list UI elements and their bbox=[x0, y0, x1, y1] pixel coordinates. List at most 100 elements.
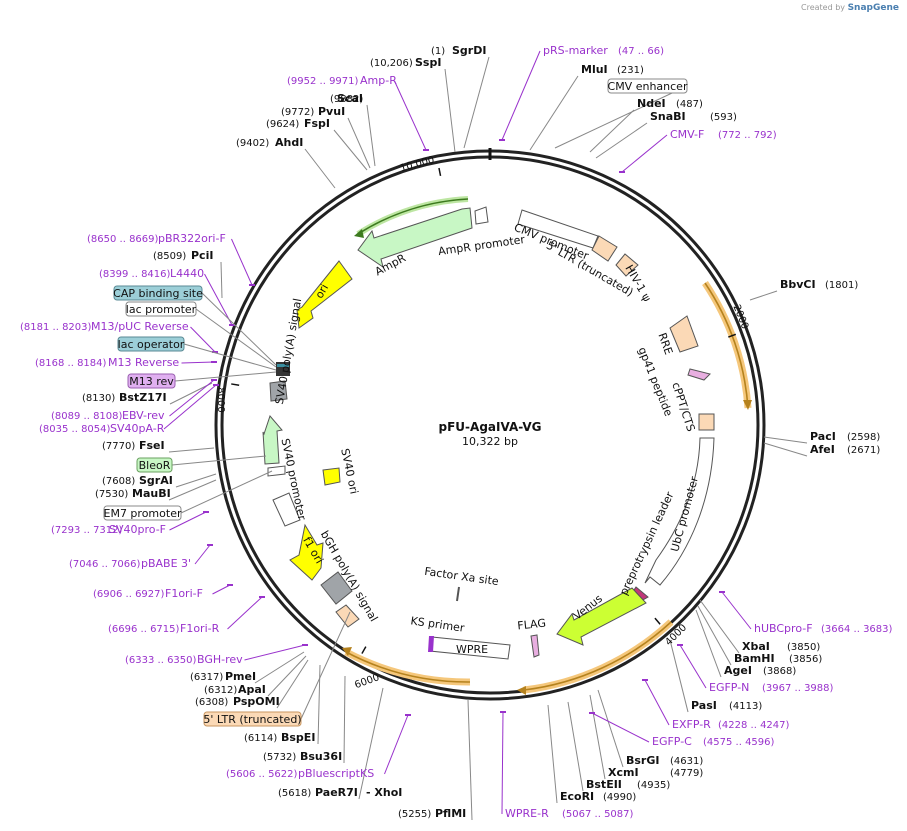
primer-range: (5606 .. 5622) bbox=[226, 769, 298, 780]
site-xbai: XbaI bbox=[742, 640, 770, 653]
site-scai: ScaI bbox=[337, 92, 363, 105]
halo-venus-arrow bbox=[517, 686, 526, 695]
site-bsrgi: BsrGI bbox=[626, 754, 659, 767]
primer-f1ori-r: F1ori-R bbox=[180, 622, 220, 635]
primer-egfp-c: EGFP-C bbox=[652, 735, 692, 748]
primer-leader-line bbox=[212, 584, 231, 595]
primer-wpre-r: WPRE-R bbox=[505, 807, 549, 820]
primer-prs-marker: pRS-marker bbox=[543, 44, 608, 57]
site-leader-line bbox=[463, 56, 490, 149]
box-leader-line bbox=[174, 371, 277, 382]
primer-range: (5067 .. 5087) bbox=[562, 809, 634, 820]
site-position: (593) bbox=[710, 112, 737, 123]
site-leader-line bbox=[697, 605, 732, 666]
primer-range: (8181 .. 8203) bbox=[20, 322, 92, 333]
site-leader-line bbox=[567, 701, 584, 792]
credit-prefix: Created by bbox=[801, 3, 846, 12]
site-agei: AgeI bbox=[724, 664, 752, 677]
site-position: (7530) bbox=[95, 489, 128, 500]
primer-range: (3664 .. 3683) bbox=[821, 624, 893, 635]
tick-mark bbox=[438, 167, 442, 177]
site-position: (6312) bbox=[204, 685, 237, 696]
primer-leader-line bbox=[204, 273, 233, 326]
site-position: (6114) bbox=[244, 733, 277, 744]
site-position: (7608) bbox=[102, 476, 135, 487]
site-ndei: NdeI bbox=[637, 97, 666, 110]
primer-pbr322ori-f: pBR322ori-F bbox=[158, 232, 226, 245]
box-leader-line bbox=[554, 85, 688, 149]
primer-egfp-n: EGFP-N bbox=[709, 681, 749, 694]
site-position: (5618) bbox=[278, 788, 311, 799]
primer-pbabe-3: pBABE 3' bbox=[141, 557, 191, 570]
feature-box-em7-promoter bbox=[103, 505, 182, 521]
primer-leader-line bbox=[181, 361, 215, 364]
ori-arrow bbox=[296, 260, 353, 329]
site-paer7i: PaeR7I bbox=[315, 786, 358, 799]
site-bbvci: BbvCI bbox=[780, 278, 816, 291]
primer-range: (772 .. 792) bbox=[718, 130, 777, 141]
feature-gp41-peptide: gp41 peptide bbox=[635, 345, 675, 418]
site-leader-line bbox=[589, 694, 606, 780]
primer-cmv-f: CMV-F bbox=[670, 128, 704, 141]
venus-arrow bbox=[556, 587, 647, 646]
feature-ori: ori bbox=[313, 282, 331, 301]
site-pspomi: PspOMI bbox=[233, 695, 280, 708]
primer-f1ori-f: F1ori-F bbox=[165, 587, 203, 600]
halo-ampr-line bbox=[357, 198, 469, 235]
box-leader-line bbox=[195, 308, 277, 368]
sv40-ori-box bbox=[322, 467, 341, 486]
site-afei: AfeI bbox=[810, 443, 835, 456]
site-leader-line bbox=[597, 689, 624, 768]
primer-l4440: L4440 bbox=[170, 267, 204, 280]
site-leader-line bbox=[763, 442, 808, 457]
feature-ks-primer: KS primer bbox=[410, 614, 466, 634]
primer-leader-line bbox=[384, 714, 409, 775]
feature-bleor: BleoR bbox=[139, 459, 171, 472]
site-pmei: PmeI bbox=[225, 670, 256, 683]
halo-ubc-line bbox=[704, 282, 749, 409]
f1-ori-arrow bbox=[289, 523, 324, 581]
site-fsei: FseI bbox=[139, 439, 165, 452]
site-bsu36i: Bsu36I bbox=[300, 750, 342, 763]
primer-leader-line bbox=[621, 134, 668, 173]
feature-lac-operator: lac operator bbox=[118, 338, 185, 351]
feature-box-lac-promoter bbox=[125, 301, 197, 317]
site-mlui: MluI bbox=[581, 63, 608, 76]
primer-range: (7046 .. 7066) bbox=[69, 559, 141, 570]
primer-range: (8035 .. 8054) bbox=[39, 424, 111, 435]
feature-ampr-promoter: AmpR promoter bbox=[437, 233, 526, 258]
bgh-box-small bbox=[335, 604, 360, 628]
primer-leader-line bbox=[194, 544, 211, 565]
site-leader-line bbox=[276, 659, 309, 709]
halo-wpre-line bbox=[345, 651, 471, 683]
site-position: (7770) bbox=[102, 441, 135, 452]
ring-tick-label: 6000 bbox=[353, 672, 381, 691]
feature-sv40-ori: SV40 ori bbox=[338, 447, 360, 495]
ampr-arrow bbox=[357, 207, 473, 269]
primer-leader-line bbox=[169, 379, 215, 417]
halo-venus-line bbox=[523, 621, 672, 691]
site-position: (4779) bbox=[670, 768, 703, 779]
site-leader-line bbox=[168, 447, 215, 453]
site-position: (4935) bbox=[637, 780, 670, 791]
site-position: (9402) bbox=[236, 138, 269, 149]
primer-leader-line bbox=[190, 326, 216, 353]
site-leader-line bbox=[254, 651, 305, 684]
site-leader-line bbox=[529, 75, 579, 151]
feature-sv40-poly-a-signal: SV40 poly(A) signal bbox=[273, 297, 304, 405]
leader-lines bbox=[163, 50, 808, 821]
site-position: (3856) bbox=[789, 654, 822, 665]
site-position: (4990) bbox=[603, 792, 636, 803]
primer-m13-puc-reverse: M13/pUC Reverse bbox=[91, 320, 189, 333]
feature-box-5-ltr-truncated bbox=[203, 711, 302, 727]
labels-layer: (1)SgrDI(10,206)SspI(231)MluI(487)NdeI(5… bbox=[20, 44, 893, 820]
primer-leader-line bbox=[169, 511, 207, 531]
site-position: (2671) bbox=[847, 445, 880, 456]
ring-tick-label: 2000 bbox=[730, 303, 750, 331]
primer-bgh-rev: BGH-rev bbox=[197, 653, 243, 666]
feature-m13-rev: M13 rev bbox=[129, 375, 174, 388]
site-xcmi: XcmI bbox=[608, 766, 639, 779]
primer-leader-line bbox=[244, 644, 306, 661]
site-fspi: FspI bbox=[304, 117, 330, 130]
